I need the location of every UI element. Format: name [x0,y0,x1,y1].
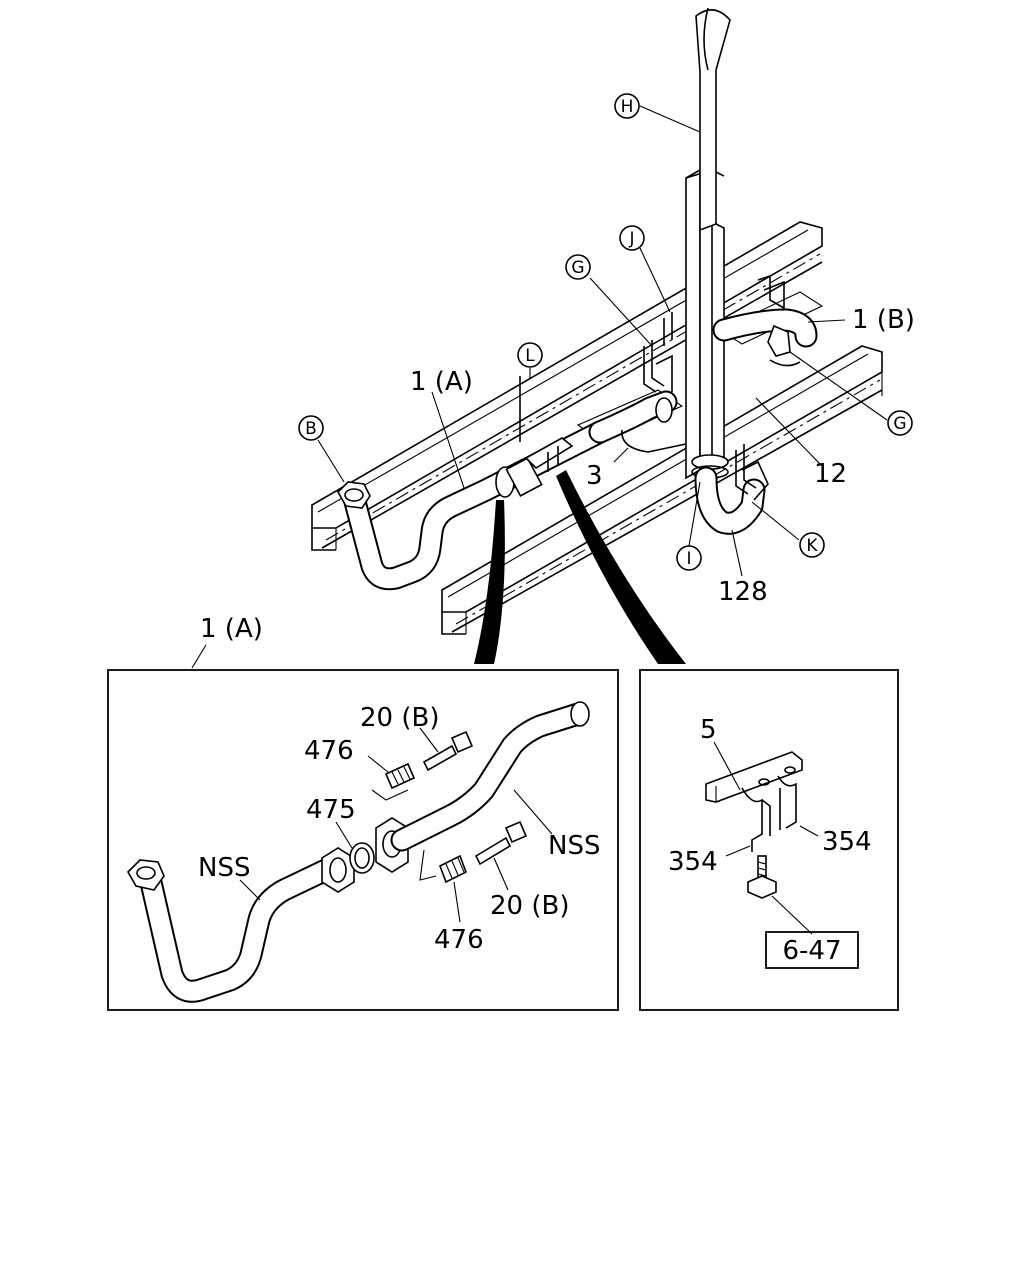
rear-pipe [694,444,769,535]
label-nss-left: NSS [198,853,250,883]
callout-l: L [517,342,543,368]
callout-k: K [799,532,825,558]
frame-rail-upper [311,221,823,551]
hanger-g-left [643,312,673,393]
detail-left-drawing [127,701,590,1003]
callout-j: J [619,225,645,251]
label-354-right: 354 [822,827,872,857]
leader-lines [317,105,888,577]
detail-box-right [639,669,899,1011]
label-1a-main: 1 (A) [410,367,473,397]
callout-i: I [676,545,702,571]
label-20b-top: 20 (B) [360,703,439,733]
gasket-475 [349,842,375,874]
label-1a-detail: 1 (A) [200,614,263,644]
bracket-plate-5 [705,751,803,803]
callout-h: H [614,93,640,119]
callout-b-text: B [305,419,317,439]
clamp-354-left [741,787,763,852]
callout-j-text: J [628,229,634,249]
label-ref-6-47: 6-47 [782,936,841,966]
detail-label-leader [191,644,207,669]
main-assembly-view: H J G L B G I K 1 (A) [298,7,915,664]
spring-476-top [384,762,416,790]
callout-g-right-text: G [893,414,906,434]
support-bracket [519,376,574,472]
detail-right-drawing [705,741,819,935]
label-354-left: 354 [668,847,718,877]
tail-pipe [712,274,818,367]
clamp-354-right [777,775,797,829]
flange-left [321,847,355,893]
callout-l-text: L [525,346,535,366]
detail-box-left [107,669,619,1011]
label-12: 12 [814,459,847,489]
callout-g-left-text: G [571,258,584,278]
frame-rail-lower [441,345,883,635]
cross-member [718,291,824,345]
label-475: 475 [306,795,356,825]
ref-box-6-47 [765,931,859,969]
label-128: 128 [718,577,768,607]
muffler-stack [685,7,731,480]
spring-476-bottom [438,854,468,884]
label-476-bottom: 476 [434,925,484,955]
callout-h-text: H [621,97,634,117]
callout-g-left: G [565,254,591,280]
intermediate-pipe [588,390,687,453]
front-exhaust-pipe [337,420,612,591]
bolt-20b-top [422,730,474,772]
label-5: 5 [700,715,717,745]
bolt-20b-bottom [474,820,528,866]
callout-b: B [298,415,324,441]
label-3: 3 [586,461,603,491]
label-1b: 1 (B) [852,305,915,335]
detail-pointer-right [556,470,686,664]
detail-pointer-left [474,500,505,664]
callout-i-text: I [686,549,691,569]
label-20b-bottom: 20 (B) [490,891,569,921]
callout-k-text: K [806,536,818,556]
label-476-top: 476 [304,736,354,766]
bracket-bolt [747,855,777,899]
callout-g-right: G [887,410,913,436]
label-nss-right: NSS [548,831,600,861]
